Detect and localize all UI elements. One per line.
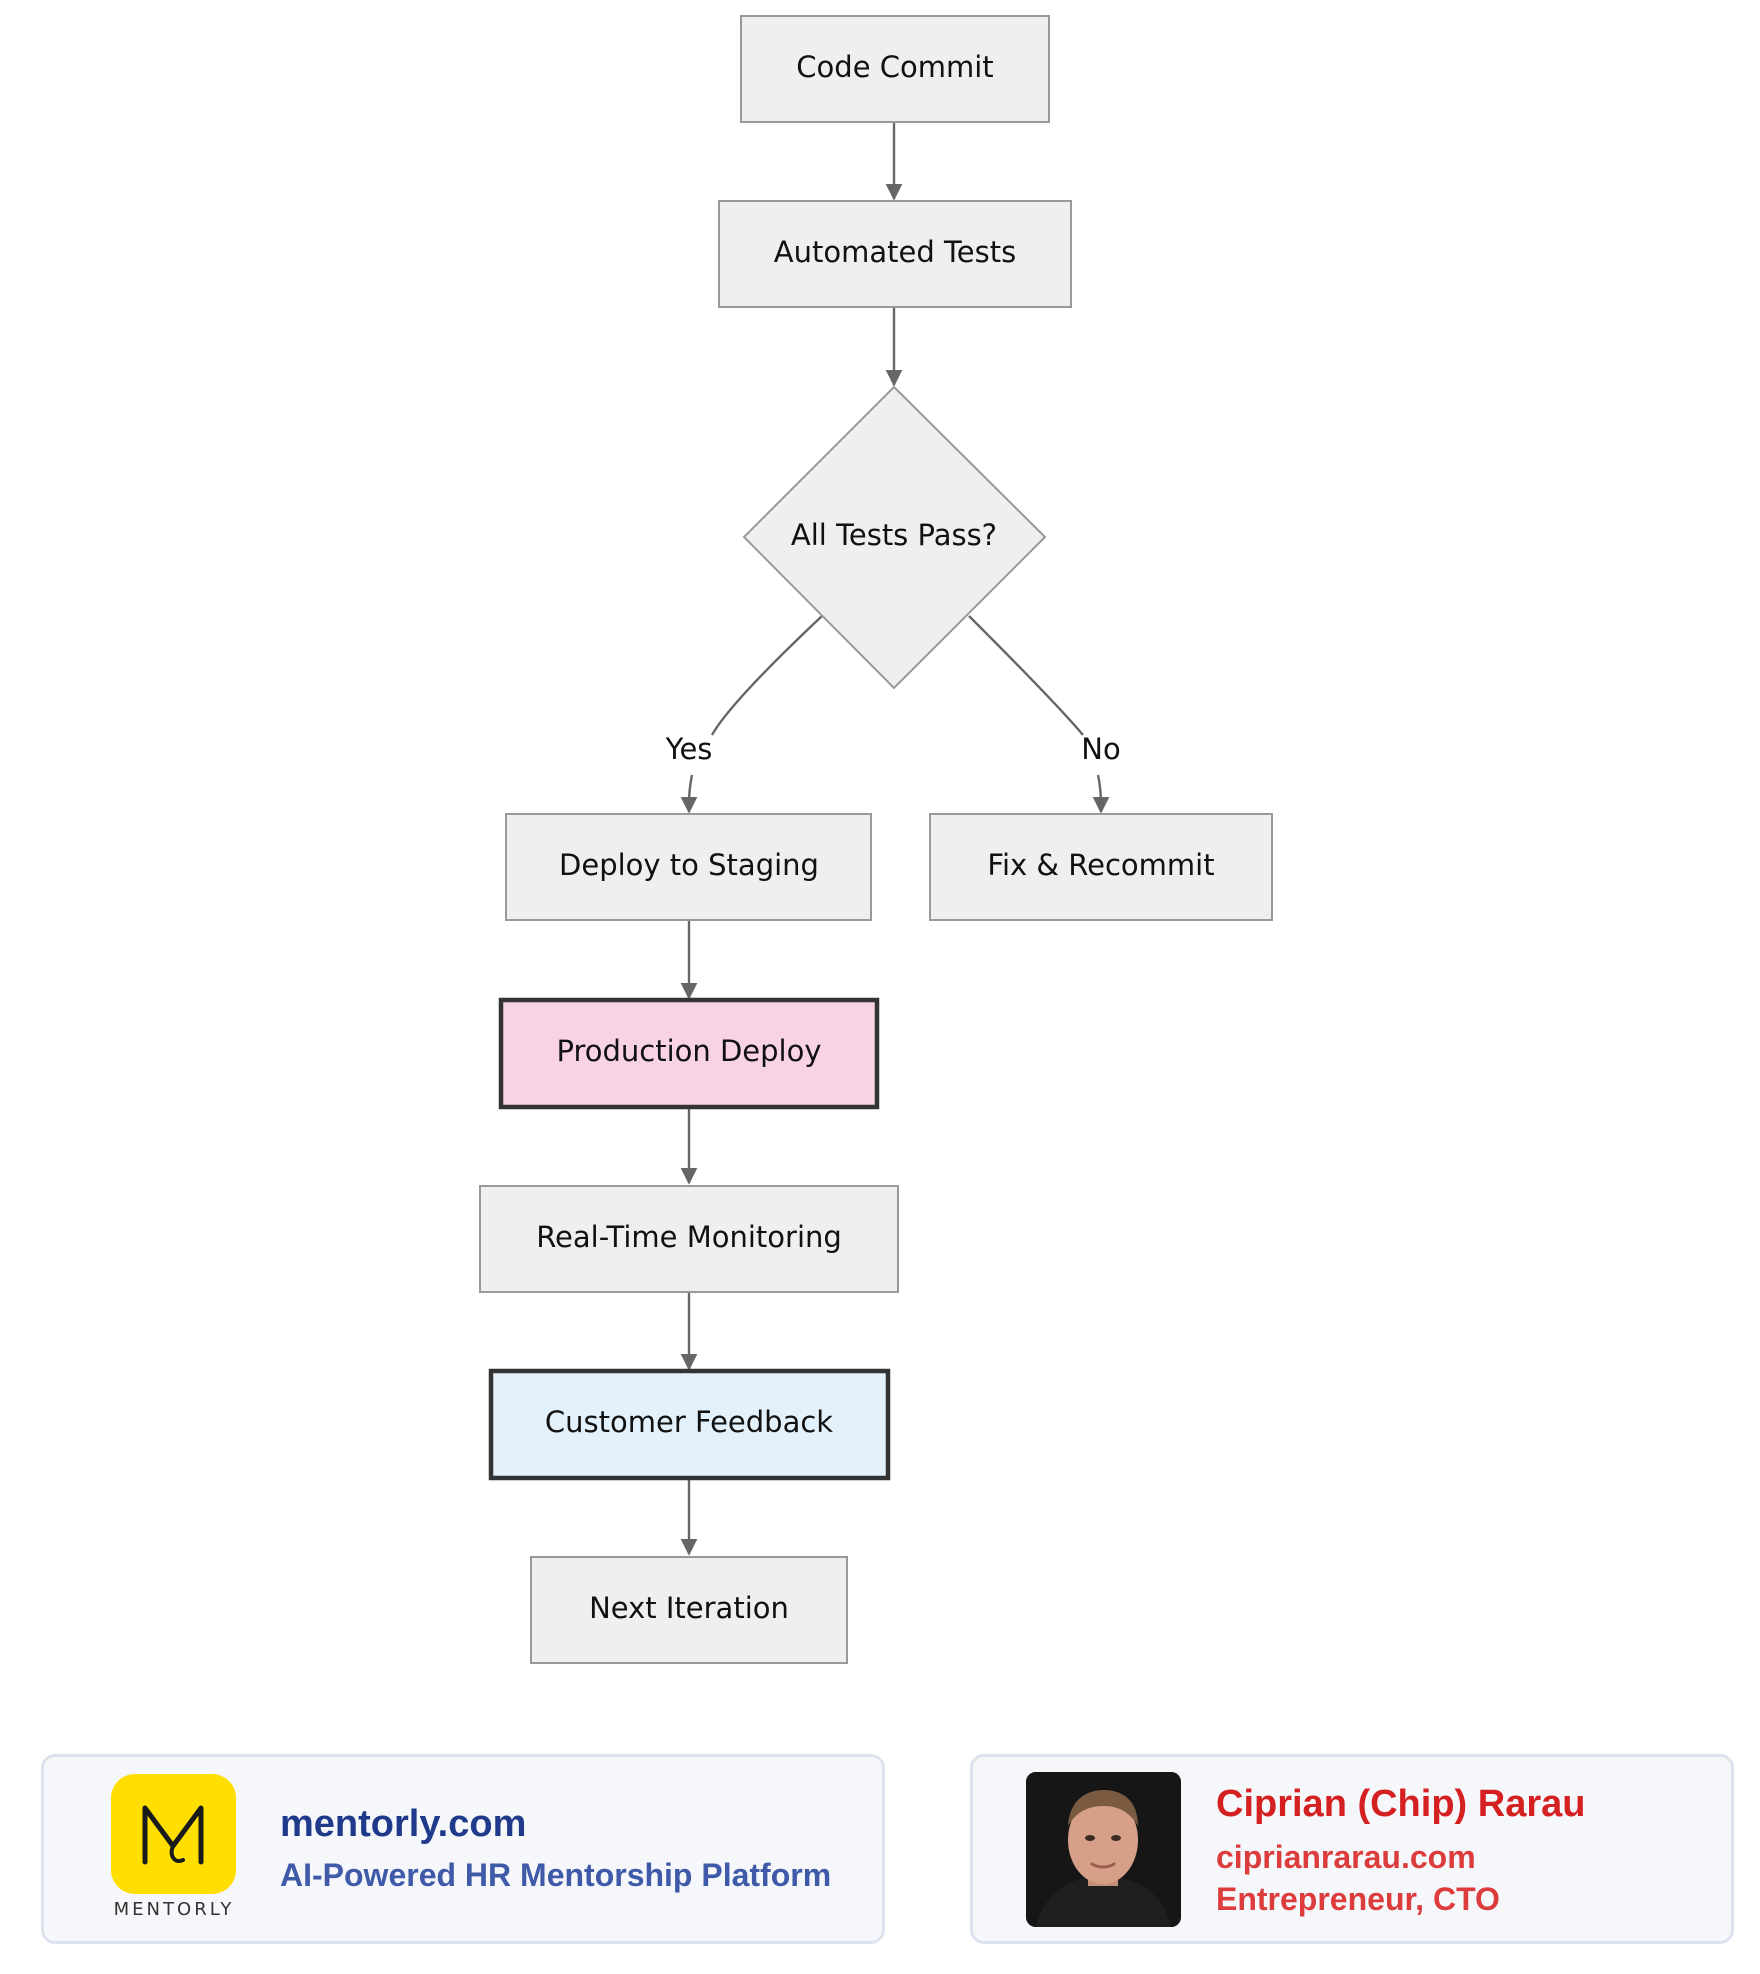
mentorly-logo-caption: MENTORLY — [113, 1899, 235, 1920]
mentorly-title: mentorly.com — [280, 1803, 527, 1845]
mentorly-subtitle: AI-Powered HR Mentorship Platform — [280, 1857, 832, 1893]
node-deploy-staging: Deploy to Staging — [505, 813, 872, 921]
node-automated-tests-label: Automated Tests — [774, 235, 1016, 269]
author-portrait-icon — [1026, 1772, 1181, 1927]
node-code-commit-label: Code Commit — [796, 50, 993, 84]
author-avatar — [1026, 1772, 1181, 1927]
author-role: Entrepreneur, CTO — [1216, 1881, 1500, 1917]
edge-label-no: No — [1081, 732, 1120, 766]
edge-no-to-fix — [1092, 774, 1110, 814]
node-next-iteration: Next Iteration — [530, 1556, 848, 1664]
node-production-deploy-label: Production Deploy — [556, 1034, 821, 1068]
node-production-deploy: Production Deploy — [498, 997, 880, 1110]
node-automated-tests: Automated Tests — [718, 200, 1072, 308]
node-fix-recommit-label: Fix & Recommit — [987, 848, 1214, 882]
edge-label-yes: Yes — [665, 732, 713, 766]
node-deploy-staging-label: Deploy to Staging — [559, 848, 819, 882]
node-customer-feedback-label: Customer Feedback — [545, 1405, 833, 1439]
node-code-commit: Code Commit — [740, 15, 1050, 123]
edge-yes-to-staging — [680, 774, 698, 814]
node-next-iteration-label: Next Iteration — [589, 1591, 789, 1625]
mentorly-card: MENTORLY mentorly.com AI-Powered HR Ment… — [41, 1754, 885, 1944]
flowchart: Code Commit Automated Tests All Tests Pa… — [479, 15, 1273, 1664]
node-realtime-monitoring-label: Real-Time Monitoring — [536, 1220, 842, 1254]
node-decision-label: All Tests Pass? — [791, 518, 997, 552]
edge-decision-yes — [710, 615, 823, 736]
node-realtime-monitoring: Real-Time Monitoring — [479, 1185, 899, 1293]
author-card: Ciprian (Chip) Rarau ciprianrarau.com En… — [970, 1754, 1734, 1944]
node-customer-feedback: Customer Feedback — [488, 1368, 891, 1481]
author-name: Ciprian (Chip) Rarau — [1216, 1783, 1586, 1825]
mentorly-logo-icon — [111, 1774, 236, 1894]
edge-decision-no — [968, 615, 1084, 736]
node-decision-all-tests-pass: All Tests Pass? — [742, 385, 1047, 690]
author-site: ciprianrarau.com — [1216, 1839, 1476, 1875]
node-fix-recommit: Fix & Recommit — [929, 813, 1273, 921]
edges — [680, 122, 1110, 1556]
